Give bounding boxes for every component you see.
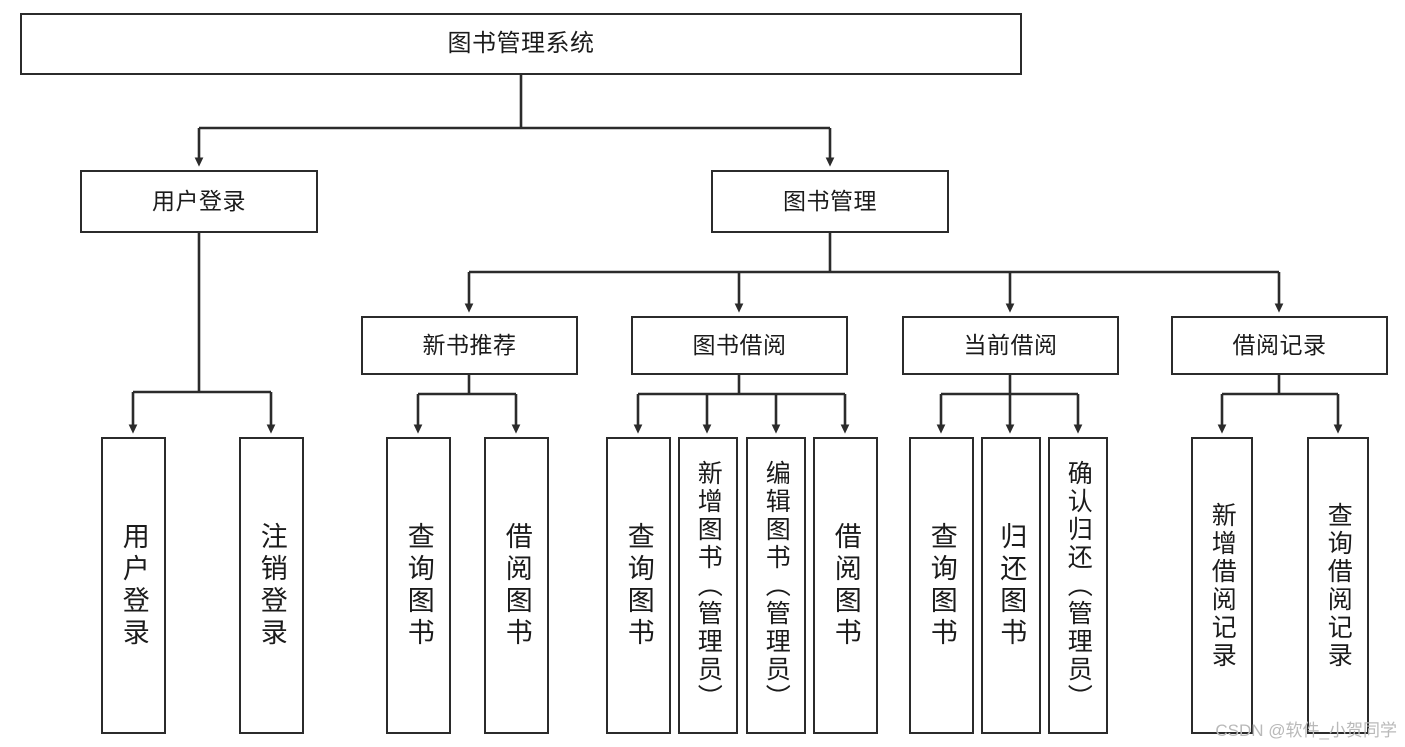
node-label: 查询图书: [403, 521, 434, 650]
node-label: 图书管理系统: [447, 29, 595, 57]
node-label: 图书借阅: [692, 331, 787, 358]
node-root-book-management-system[interactable]: 图书管理系统: [20, 13, 1022, 75]
node-leaf-confirm-return-admin[interactable]: 确认归还（管理员）: [1048, 437, 1108, 734]
node-label: 注销登录: [256, 521, 287, 650]
node-leaf-return-book[interactable]: 归还图书: [981, 437, 1041, 734]
node-label: 查询借阅记录: [1324, 501, 1353, 670]
node-leaf-add-borrow-record[interactable]: 新增借阅记录: [1191, 437, 1253, 734]
node-borrow-record[interactable]: 借阅记录: [1171, 316, 1388, 375]
csdn-watermark: CSDN @软件_小贺同学: [1215, 721, 1397, 740]
node-label: 归还图书: [996, 521, 1027, 650]
node-leaf-edit-book-admin[interactable]: 编辑图书（管理员）: [746, 437, 806, 734]
node-label: 用户登录: [152, 187, 246, 214]
node-leaf-user-login[interactable]: 用户登录: [101, 437, 166, 734]
node-leaf-query-borrow-record[interactable]: 查询借阅记录: [1307, 437, 1369, 734]
node-label: 新增借阅记录: [1208, 501, 1237, 670]
node-label: 当前借阅: [963, 331, 1058, 358]
node-leaf-query-book-1[interactable]: 查询图书: [386, 437, 451, 734]
node-leaf-borrow-book-2[interactable]: 借阅图书: [813, 437, 878, 734]
node-leaf-add-book-admin[interactable]: 新增图书（管理员）: [678, 437, 738, 734]
node-label: 确认归还（管理员）: [1064, 459, 1093, 712]
node-leaf-borrow-book-1[interactable]: 借阅图书: [484, 437, 549, 734]
node-label: 用户登录: [118, 521, 149, 650]
node-label: 编辑图书（管理员）: [762, 459, 791, 712]
node-label: 图书管理: [783, 187, 877, 214]
node-label: 查询图书: [623, 521, 654, 650]
node-book-manage[interactable]: 图书管理: [711, 170, 949, 233]
node-user-login[interactable]: 用户登录: [80, 170, 318, 233]
node-label: 借阅记录: [1232, 331, 1327, 358]
node-leaf-query-book-2[interactable]: 查询图书: [606, 437, 671, 734]
node-new-book-recommend[interactable]: 新书推荐: [361, 316, 578, 375]
node-current-borrow[interactable]: 当前借阅: [902, 316, 1119, 375]
node-label: 借阅图书: [501, 521, 532, 650]
node-label: 借阅图书: [830, 521, 861, 650]
node-label: 新增图书（管理员）: [694, 459, 723, 712]
node-label: 新书推荐: [422, 331, 517, 358]
node-leaf-logout-login[interactable]: 注销登录: [239, 437, 304, 734]
node-book-borrow[interactable]: 图书借阅: [631, 316, 848, 375]
node-label: 查询图书: [926, 521, 957, 650]
node-leaf-query-book-3[interactable]: 查询图书: [909, 437, 974, 734]
